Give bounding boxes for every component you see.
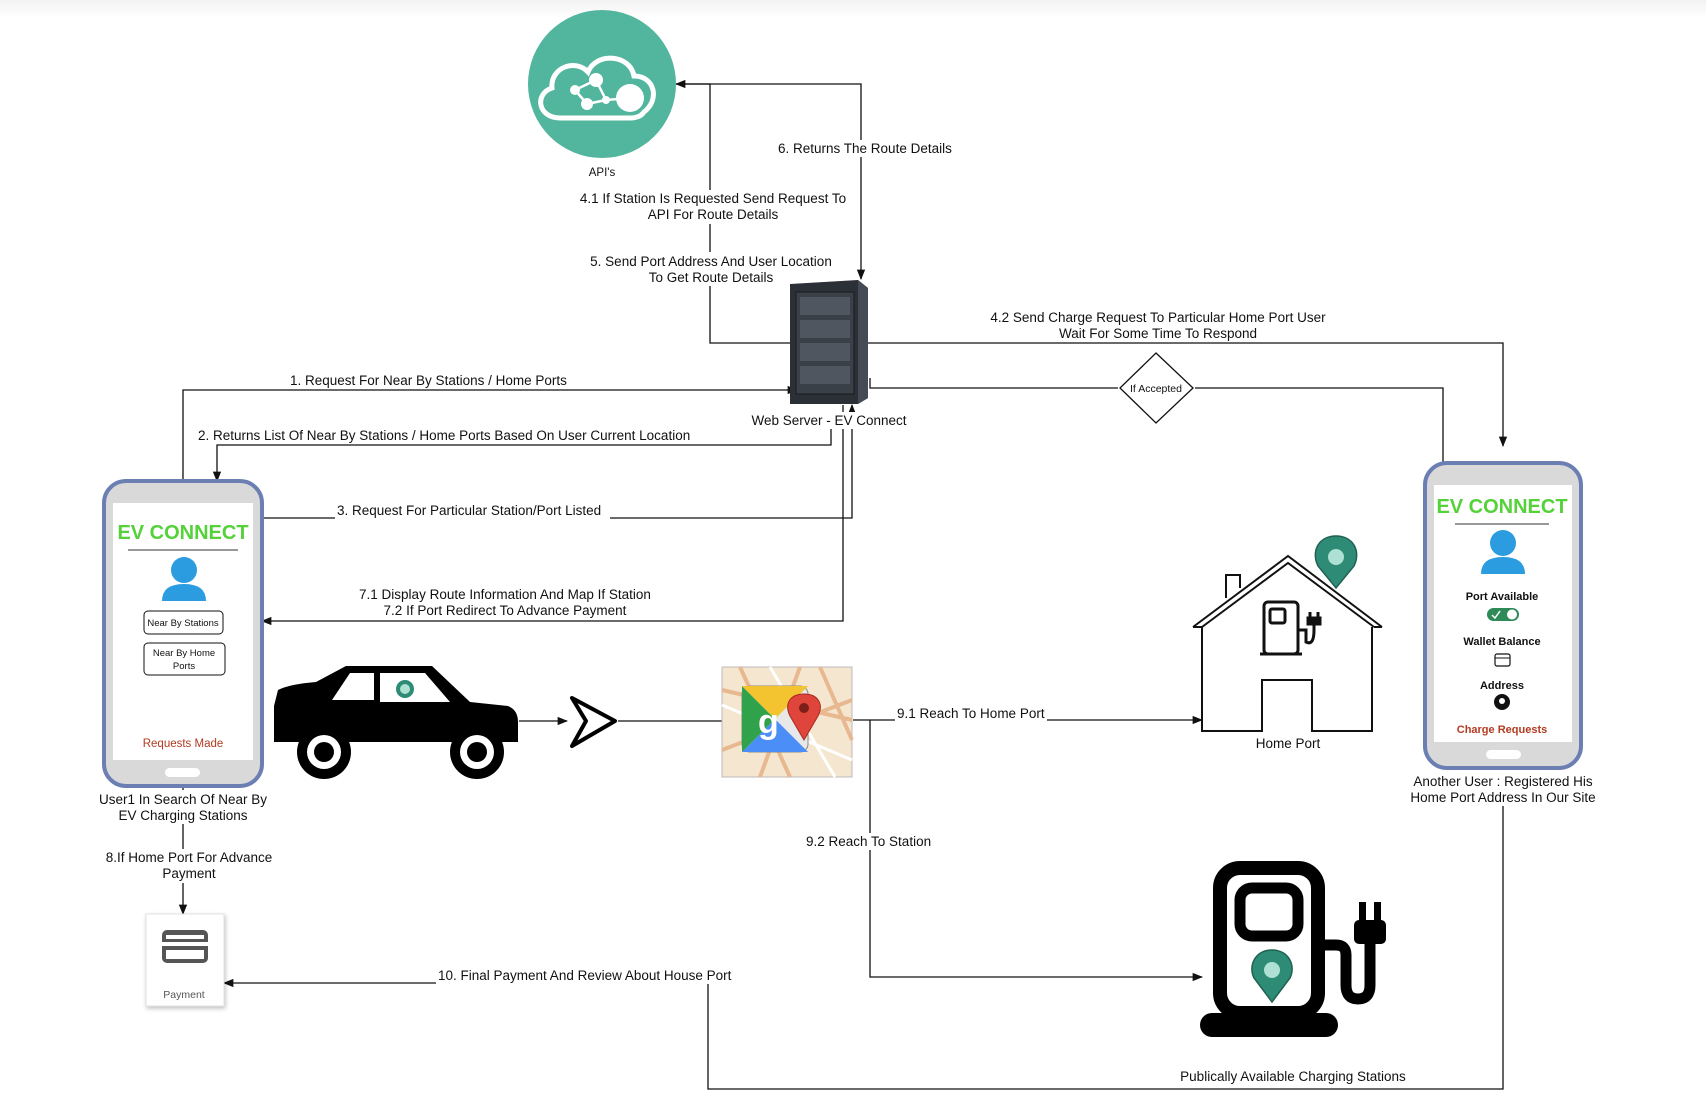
edge-5-label-line1: 5. Send Port Address And User Location	[590, 254, 832, 269]
edge-accepted	[1195, 387, 1444, 462]
edge-7-label-line2: 7.2 If Port Redirect To Advance Payment	[384, 603, 627, 618]
credit-card-icon	[162, 930, 208, 963]
edge-9-2-label: 9.2 Reach To Station	[806, 834, 931, 849]
location-pin-icon	[1494, 694, 1510, 710]
user1-caption-line2: EV Charging Stations	[118, 808, 247, 823]
charging-station-icon	[1260, 600, 1322, 656]
toggle-icon[interactable]	[1487, 608, 1519, 621]
home-port-node: Home Port	[1192, 535, 1383, 752]
home-button[interactable]	[1486, 750, 1521, 759]
home-button[interactable]	[165, 768, 200, 777]
edge-4-2	[868, 342, 1508, 448]
near-by-stations-button[interactable]	[143, 610, 224, 635]
brand-title: EV CONNECT	[1436, 496, 1567, 518]
edge-8-label-line2: Payment	[162, 866, 216, 881]
edge-7-label-line1: 7.1 Display Route Information And Map If…	[359, 587, 651, 602]
api-label: API's	[589, 167, 616, 179]
edge-9-2	[869, 720, 1204, 982]
cloud-network-icon	[538, 55, 656, 121]
address-label: Address	[1480, 680, 1524, 692]
window-top-bar	[0, 0, 1706, 18]
user-avatar-icon	[162, 557, 206, 601]
web-server-node: Web Server - EV Connect	[748, 280, 910, 429]
wallet-balance-label: Wallet Balance	[1463, 636, 1540, 648]
near-by-home-ports-button[interactable]	[143, 642, 226, 676]
charge-requests-link[interactable]: Charge Requests	[1457, 724, 1547, 736]
edge-1-label: 1. Request For Near By Stations / Home P…	[290, 373, 567, 388]
phone-right: EV CONNECT Port Available Wallet Balance…	[1423, 461, 1583, 770]
near-by-stations-label: Near By Stations	[147, 618, 219, 629]
edge-9-1-label: 9.1 Reach To Home Port	[897, 706, 1045, 721]
near-by-home-ports-label-line1: Near By Home	[153, 648, 215, 659]
user1-caption-line1: User1 In Search Of Near By	[99, 792, 267, 807]
edge-labels: 1. Request For Near By Stations / Home P…	[101, 140, 1331, 984]
user-avatar-icon	[1481, 530, 1525, 574]
user2-caption-line2: Home Port Address In Our Site	[1410, 790, 1595, 805]
edge-1	[182, 385, 799, 479]
edge-6	[676, 83, 866, 281]
navigation-arrow-icon	[570, 696, 617, 748]
edge-accepted-2	[869, 378, 1118, 389]
decision-node: If Accepted	[1119, 352, 1194, 424]
edge-7	[260, 405, 844, 626]
edge-4-2-label-line2: Wait For Some Time To Respond	[1059, 326, 1257, 341]
requests-made-link[interactable]: Requests Made	[143, 738, 224, 750]
car-icon	[274, 666, 518, 779]
payment-label: Payment	[163, 989, 205, 1001]
edge-2	[212, 418, 832, 483]
near-by-home-ports-label-line2: Ports	[173, 661, 195, 672]
edge-5-label-line2: To Get Route Details	[649, 270, 774, 285]
api-node: API's	[528, 10, 676, 179]
server-rack-icon	[790, 280, 868, 404]
home-port-label: Home Port	[1256, 736, 1321, 751]
phone-left: EV CONNECT Near By Stations Near By Home…	[102, 479, 264, 788]
public-stations-label: Publically Available Charging Stations	[1180, 1069, 1406, 1084]
api-circle	[528, 10, 676, 158]
decision-label: If Accepted	[1130, 383, 1182, 395]
edge-8-label-line1: 8.If Home Port For Advance	[106, 850, 273, 865]
google-maps-icon: g	[721, 666, 854, 778]
edge-4-1-label-line1: 4.1 If Station Is Requested Send Request…	[580, 191, 846, 206]
edge-4-1-label-line2: API For Route Details	[648, 207, 779, 222]
payment-node: Payment	[145, 913, 225, 1007]
edge-4-2-label-line1: 4.2 Send Charge Request To Particular Ho…	[990, 310, 1326, 325]
web-server-label: Web Server - EV Connect	[751, 413, 906, 428]
location-pin-icon	[1314, 535, 1358, 590]
user2-caption-line1: Another User : Registered His	[1413, 774, 1593, 789]
svg-text:g: g	[758, 703, 779, 741]
public-station-node: Publically Available Charging Stations	[1176, 861, 1410, 1085]
edge-6-label: 6. Returns The Route Details	[778, 141, 952, 156]
brand-title: EV CONNECT	[117, 522, 248, 544]
wallet-icon	[1494, 653, 1511, 667]
port-available-label: Port Available	[1466, 591, 1539, 603]
house-icon	[1192, 554, 1383, 732]
edge-10-label: 10. Final Payment And Review About House…	[438, 968, 732, 983]
charging-station-icon	[1200, 861, 1386, 1037]
edge-3-label: 3. Request For Particular Station/Port L…	[337, 503, 601, 518]
edge-2-label: 2. Returns List Of Near By Stations / Ho…	[198, 428, 690, 443]
location-pin-icon	[1251, 949, 1293, 1004]
